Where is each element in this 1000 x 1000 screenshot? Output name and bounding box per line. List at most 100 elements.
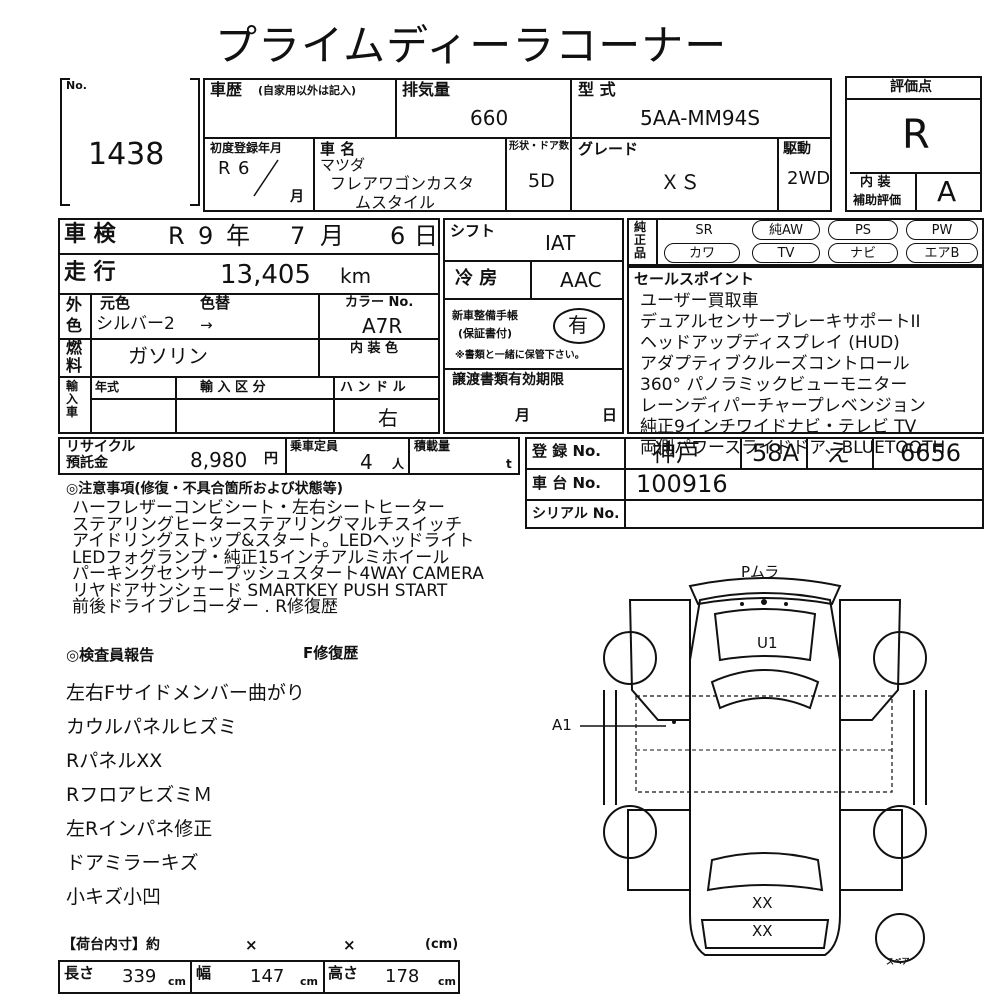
- note-line: 前後ドライブレコーダー . R修復歴: [72, 597, 339, 617]
- manual-note: ※書類と一緒に保管下さい。: [455, 350, 585, 361]
- equip-alloy-wheel: 純AW: [752, 220, 820, 240]
- import-label: 輸入車: [66, 379, 79, 419]
- inspection-day-label: 日: [414, 222, 438, 250]
- sales-point: ユーザー買取車: [640, 291, 759, 311]
- manual-circle: [553, 308, 605, 344]
- lot-label: No.: [66, 79, 87, 92]
- inspection-year: 9: [198, 222, 214, 250]
- equip-airbag: エアB: [906, 243, 978, 263]
- transfer-day-label: 日: [602, 406, 618, 424]
- note-line: ステアリングヒーターステアリングマルチスイッチ: [72, 514, 463, 535]
- displacement-label: 排気量: [402, 80, 451, 99]
- color-change-label: 色替: [200, 294, 231, 312]
- manual-label-2: (保証書付): [458, 327, 513, 340]
- model-value: 5AA-MM94S: [640, 106, 761, 130]
- cargo-length-label: 長さ: [64, 964, 95, 982]
- fuel-value: ガソリン: [128, 344, 208, 368]
- cargo-length-cm: cm: [168, 975, 186, 988]
- equip-pw: PW: [906, 220, 978, 240]
- first-reg-era: R: [218, 158, 231, 179]
- fuel-label-2: 料: [66, 356, 83, 375]
- shift-label: シフト: [450, 222, 496, 240]
- inspection-year-label: 年: [226, 222, 250, 250]
- notes-label: ◎注意事項(修復・不具合箇所および状態等): [66, 481, 344, 497]
- sales-points-box: [627, 266, 984, 434]
- interior-label-2: 補助評価: [853, 193, 902, 207]
- capacity-unit: 人: [392, 457, 405, 471]
- note-line: アイドリングストップ&スタート。LEDヘッドライト: [72, 531, 475, 551]
- car-name-1: フレアワゴンカスタ: [330, 174, 475, 193]
- sales-point: ヘッドアップディスプレイ (HUD): [640, 333, 900, 353]
- chassis-label: 車 台 No.: [532, 474, 602, 492]
- color-value: シルバー2: [96, 314, 175, 334]
- car-maker: マツダ: [320, 156, 366, 174]
- ac-label: 冷 房: [455, 268, 498, 289]
- equip-ps: PS: [828, 220, 898, 240]
- drive-value: 2WD: [787, 168, 831, 189]
- spec-top-box: [203, 78, 832, 212]
- note-line: パーキングセンサープッシュスタート4WAY CAMERA: [72, 564, 484, 584]
- inspector-line: RパネルXX: [66, 750, 163, 772]
- import-class-label: 輸 入 区 分: [200, 380, 266, 395]
- recycle-label-2: 預託金: [66, 455, 108, 471]
- displacement-value: 660: [470, 106, 509, 130]
- equip-navi: ナビ: [828, 243, 898, 263]
- history-label: 車歴: [210, 80, 243, 99]
- page-title: プライムディーラコーナー: [215, 21, 728, 70]
- first-reg-year: 6: [238, 158, 250, 179]
- serial-label: シリアル No.: [532, 506, 620, 522]
- registration-class: 58A: [752, 439, 799, 467]
- lot-bracket: [60, 78, 70, 206]
- equip-leather: カワ: [664, 243, 740, 263]
- cargo-height: 178: [385, 966, 420, 987]
- vehicle-diagram: [580, 577, 927, 963]
- recycle-value: 8,980: [190, 448, 248, 472]
- color-label-1: 外: [66, 295, 83, 314]
- doors-value: 5D: [528, 170, 555, 192]
- inspector-line: 小キズ小凹: [66, 886, 162, 908]
- rating-value: R: [902, 112, 930, 158]
- diagram-u1: U1: [757, 634, 778, 652]
- inspection-month-label: 月: [320, 222, 344, 250]
- manual-label-1: 新車整備手帳: [452, 309, 518, 322]
- mileage-label: 走 行: [64, 260, 116, 285]
- lot-bracket-right: [190, 78, 200, 206]
- mid-col-box: [443, 218, 624, 434]
- manual-value: 有: [568, 313, 588, 337]
- interior-color-label: 内 装 色: [350, 341, 399, 356]
- inspector-label: ◎検査員報告: [66, 646, 155, 664]
- equipment-box: [627, 218, 984, 266]
- rating-box: [845, 76, 982, 212]
- capacity-value: 4: [360, 450, 373, 474]
- cargo-height-cm: cm: [438, 975, 456, 988]
- equip-sr: SR: [695, 223, 713, 238]
- inspector-line: 左右Fサイドメンバー曲がり: [66, 682, 305, 704]
- sales-point: 両側パワースライドドア、BLUETOOTH: [640, 438, 946, 458]
- recycle-unit: 円: [264, 451, 278, 467]
- grade-value: ＸＳ: [660, 170, 700, 194]
- sales-point: 360° パノラミックビューモニター: [640, 375, 908, 395]
- inspector-line: ドアミラーキズ: [66, 852, 199, 874]
- left-mid-box: [58, 218, 440, 434]
- rating-label: 評価点: [890, 79, 932, 95]
- model-label: 型 式: [578, 80, 616, 99]
- inspector-line: 左Rインパネ修正: [66, 818, 213, 840]
- sales-points-list: ユーザー買取車 デュアルセンサーブレーキサポートII ヘッドアップディスプレイ …: [640, 291, 945, 459]
- recycle-box: [58, 437, 520, 475]
- sales-point: アダプティブクルーズコントロール: [640, 354, 910, 374]
- first-reg-month-label: 月: [290, 189, 304, 205]
- cargo-length: 339: [122, 966, 157, 987]
- transfer-month-label: 月: [515, 406, 531, 424]
- first-reg-label: 初度登録年月: [210, 141, 283, 155]
- color-label-2: 色: [66, 316, 83, 335]
- inspector-line: カウルパネルヒズミ: [66, 716, 238, 738]
- import-year-label: 年式: [95, 380, 120, 394]
- color-code-label: カラー No.: [345, 295, 414, 310]
- diagram-spare: スペア: [886, 957, 910, 966]
- sales-point: デュアルセンサーブレーキサポートII: [640, 312, 921, 332]
- mileage-value: 13,405: [220, 260, 311, 290]
- note-line: リヤドアサンシェード SMARTKEY PUSH START: [72, 580, 448, 601]
- diagram-xx-2: XX: [752, 922, 773, 940]
- capacity-label: 乗車定員: [290, 439, 339, 453]
- handle-value: 右: [378, 406, 398, 430]
